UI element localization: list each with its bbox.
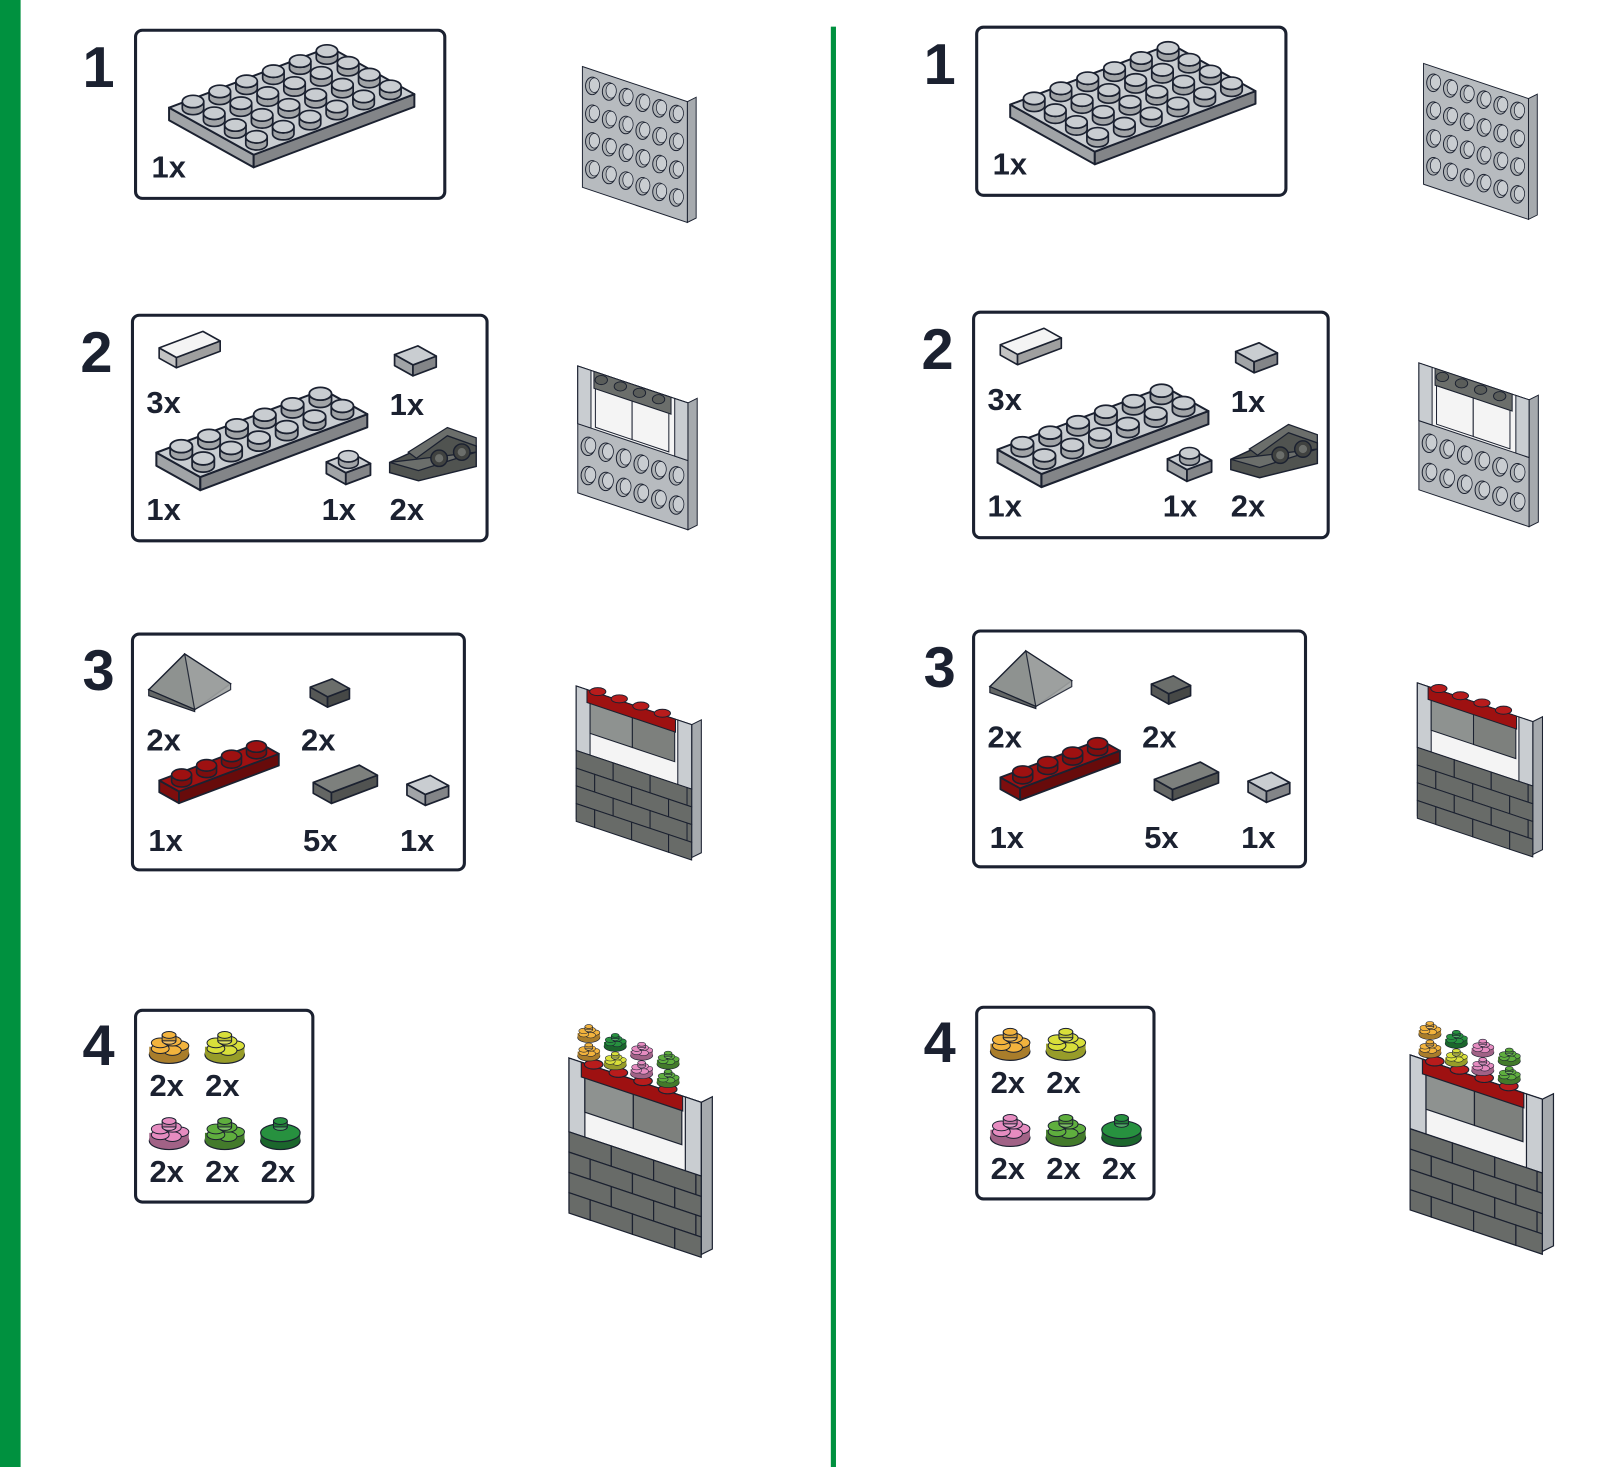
flower-yellow-icon (1042, 1023, 1089, 1064)
tile-1x2-white-icon (983, 326, 1078, 367)
parts-callout: 1x (975, 25, 1288, 197)
tile-1x1-light-icon (396, 773, 460, 808)
part-quantity: 2x (1101, 1152, 1137, 1187)
part-quantity: 1x (989, 821, 1024, 856)
part-quantity: 2x (300, 723, 336, 758)
part-quantity: 2x (990, 1152, 1026, 1187)
plate-2x6-icon (142, 384, 381, 493)
assembly-result-image (1382, 19, 1568, 224)
assembly-result-image (1377, 1000, 1573, 1258)
flower-pink-icon (145, 1112, 192, 1153)
step-number: 4 (923, 1009, 956, 1075)
part-quantity: 1x (992, 147, 1028, 182)
part-quantity: 1x (151, 150, 186, 185)
bracket-dark-icon (386, 421, 481, 485)
part-quantity: 1x (1230, 385, 1266, 420)
part-quantity: 1x (1162, 490, 1198, 524)
part-quantity: 1x (321, 493, 357, 527)
flower-orange-icon (986, 1023, 1033, 1064)
part-quantity: 2x (1142, 720, 1177, 755)
flower-green-icon (1042, 1109, 1089, 1150)
part-quantity: 2x (205, 1069, 240, 1104)
step-number: 2 (921, 316, 954, 382)
tile-1x1-light-icon (1225, 340, 1289, 375)
tile-1x2-white-icon (142, 329, 237, 370)
assembly-result-image (536, 1003, 732, 1261)
parts-callout: 2x 2x 2x 2x 2x (134, 1008, 315, 1204)
flower-yellow-icon (201, 1026, 248, 1067)
part-quantity: 2x (389, 493, 425, 527)
flower-orange-icon (145, 1026, 192, 1067)
tile-1x2-dark-icon (1140, 760, 1233, 803)
plate-1x4-red-icon (985, 735, 1134, 803)
bracket-dark-icon (1227, 418, 1322, 482)
page-edge-green-bar (0, 0, 21, 1467)
part-quantity: 1x (987, 490, 1022, 524)
part-quantity: 1x (1241, 821, 1276, 856)
part-quantity: 5x (1144, 821, 1179, 856)
step-number: 1 (82, 34, 115, 100)
tile-1x1-dark-icon (299, 677, 361, 710)
assembly-result-image (538, 320, 726, 535)
tile-1x1-dark-icon (1140, 674, 1202, 707)
instruction-column-right: 1 1x 2 3x 1x 1x 1x 2x 3 2x 2x 1x 5x 1x 4 2x 2x 2x 2x 2x (833, 0, 1608, 1467)
column-divider (830, 26, 836, 1467)
step-number: 4 (82, 1012, 115, 1078)
part-quantity: 2x (149, 1069, 184, 1104)
tile-1x1-light-icon (1237, 770, 1301, 805)
parts-callout: 2x 2x 1x 5x 1x (130, 632, 466, 872)
slope-dark-icon (985, 647, 1076, 711)
part-quantity: 2x (149, 1155, 184, 1190)
parts-callout: 3x 1x 1x 1x 2x (130, 313, 489, 543)
part-quantity: 1x (399, 824, 435, 859)
part-quantity: 3x (146, 386, 181, 421)
round-plate-green-icon (257, 1112, 304, 1153)
part-quantity: 1x (148, 824, 183, 859)
flower-pink-icon (986, 1109, 1033, 1150)
plate-4x6-icon (147, 42, 436, 170)
plate-1x4-red-icon (144, 738, 293, 806)
part-quantity: 2x (260, 1155, 296, 1190)
part-quantity: 2x (1046, 1066, 1081, 1101)
tile-1x2-dark-icon (299, 763, 392, 806)
step-number: 3 (923, 634, 956, 700)
instruction-column-left: 1 1x 2 3x 1x 1x 1x 2x 3 2x 2x 1x 5x 1x 4 2x 2x 2x 2x 2x (80, 23, 732, 1261)
part-quantity: 1x (389, 388, 425, 423)
step-number: 3 (82, 637, 115, 703)
tile-1x1-light-icon (383, 343, 447, 378)
part-quantity: 2x (990, 1066, 1026, 1101)
parts-callout: 2x 2x 1x 5x 1x (972, 629, 1308, 869)
plate-2x6-icon (983, 381, 1222, 490)
assembly-result-image (534, 638, 732, 864)
step-number: 1 (923, 31, 956, 97)
parts-callout: 1x (134, 28, 447, 200)
part-quantity: 2x (146, 723, 181, 758)
part-quantity: 2x (1046, 1152, 1081, 1187)
assembly-result-image (1375, 635, 1573, 861)
slope-dark-icon (144, 650, 235, 714)
parts-callout: 3x 1x 1x 1x 2x (972, 310, 1330, 540)
round-plate-green-icon (1098, 1109, 1145, 1150)
step-number: 2 (80, 319, 113, 385)
part-quantity: 2x (1230, 490, 1266, 524)
assembly-result-image (541, 23, 727, 228)
part-quantity: 2x (205, 1155, 240, 1190)
plate-4x6-icon (989, 39, 1278, 167)
parts-callout: 2x 2x 2x 2x 2x (975, 1005, 1156, 1201)
part-quantity: 1x (146, 493, 181, 527)
plate-1x1-icon (1159, 445, 1221, 484)
flower-green-icon (201, 1112, 248, 1153)
part-quantity: 3x (987, 383, 1022, 418)
plate-1x1-icon (317, 448, 379, 487)
part-quantity: 2x (987, 720, 1022, 755)
part-quantity: 5x (303, 824, 338, 859)
assembly-result-image (1379, 317, 1567, 532)
